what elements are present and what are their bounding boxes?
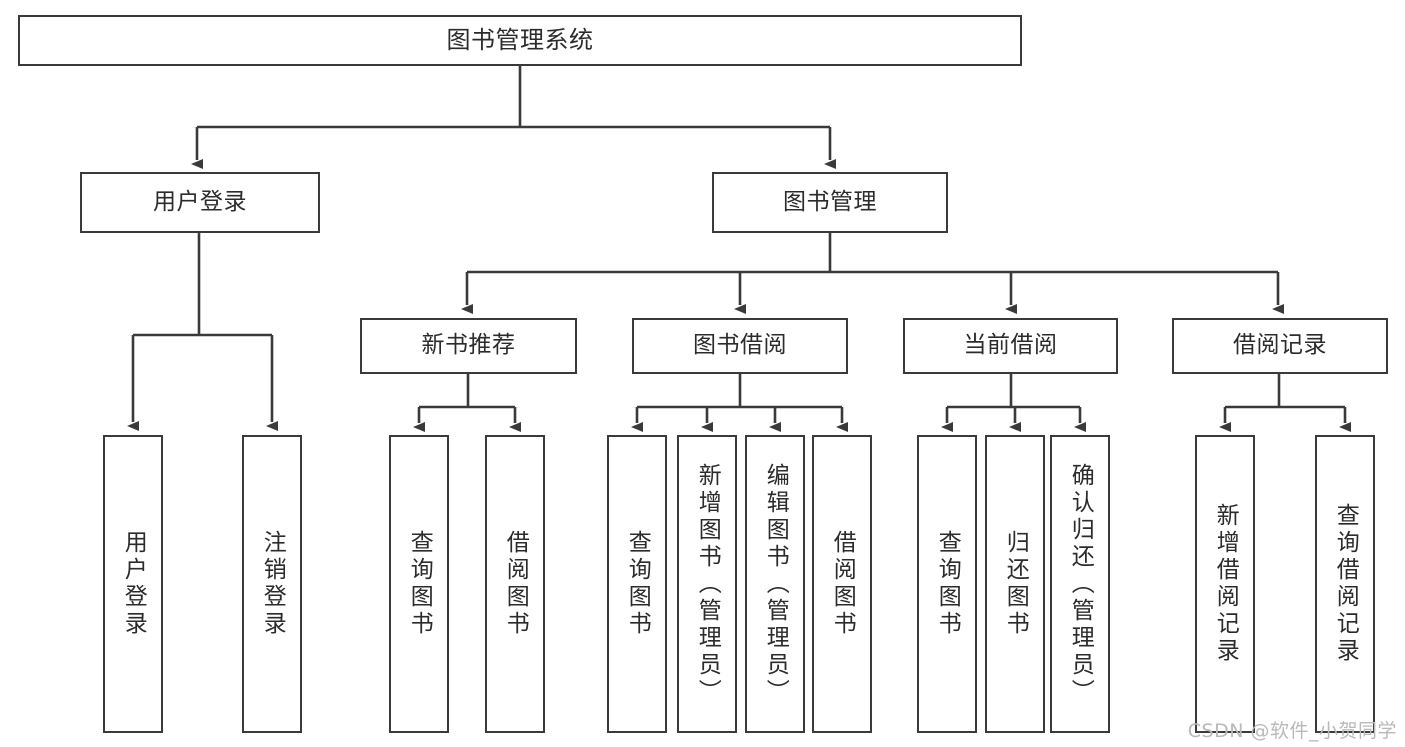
- leaf-borrow-book-1-label: 借阅图书: [502, 530, 529, 638]
- leaf-query-record[interactable]: 查询借阅记录: [1315, 435, 1375, 733]
- leaf-return-book[interactable]: 归还图书: [985, 435, 1045, 733]
- leaf-logout-login-label: 注销登录: [259, 530, 286, 638]
- node-current-borrow[interactable]: 当前借阅: [903, 318, 1118, 374]
- leaf-query-record-label: 查询借阅记录: [1332, 503, 1359, 665]
- watermark: CSDN @软件_小贺同学: [1187, 720, 1397, 742]
- leaf-user-login-label: 用户登录: [120, 530, 147, 638]
- leaf-query-book-2-label: 查询图书: [624, 530, 651, 638]
- leaf-confirm-return[interactable]: 确认归还（管理员）: [1050, 435, 1110, 733]
- leaf-borrow-book-2[interactable]: 借阅图书: [812, 435, 872, 733]
- leaf-borrow-book-2-label: 借阅图书: [829, 530, 856, 638]
- node-book-manage[interactable]: 图书管理: [712, 172, 948, 233]
- node-root-label: 图书管理系统: [446, 26, 594, 55]
- leaf-user-login[interactable]: 用户登录: [103, 435, 163, 733]
- node-current-borrow-label: 当前借阅: [963, 332, 1058, 359]
- node-new-book-rec[interactable]: 新书推荐: [360, 318, 577, 374]
- node-user-login-label: 用户登录: [153, 188, 247, 215]
- node-borrow-record-label: 借阅记录: [1233, 332, 1327, 359]
- leaf-add-book-label: 新增图书（管理员）: [694, 462, 721, 706]
- leaf-query-book-3-label: 查询图书: [934, 530, 961, 638]
- leaf-query-book-2[interactable]: 查询图书: [607, 435, 667, 733]
- node-book-manage-label: 图书管理: [783, 188, 877, 215]
- node-borrow-record[interactable]: 借阅记录: [1172, 318, 1388, 374]
- leaf-query-book-3[interactable]: 查询图书: [917, 435, 977, 733]
- leaf-borrow-book-1[interactable]: 借阅图书: [485, 435, 545, 733]
- leaf-confirm-return-label: 确认归还（管理员）: [1067, 462, 1094, 706]
- node-book-borrow-label: 图书借阅: [693, 332, 787, 359]
- leaf-query-book-1-label: 查询图书: [406, 530, 433, 638]
- leaf-edit-book-label: 编辑图书（管理员）: [762, 462, 789, 706]
- node-user-login[interactable]: 用户登录: [80, 172, 320, 233]
- leaf-add-book[interactable]: 新增图书（管理员）: [677, 435, 737, 733]
- node-root[interactable]: 图书管理系统: [18, 15, 1022, 66]
- node-book-borrow[interactable]: 图书借阅: [632, 318, 848, 374]
- node-new-book-rec-label: 新书推荐: [421, 332, 516, 359]
- leaf-add-record[interactable]: 新增借阅记录: [1195, 435, 1255, 733]
- leaf-add-record-label: 新增借阅记录: [1212, 503, 1239, 665]
- leaf-edit-book[interactable]: 编辑图书（管理员）: [745, 435, 805, 733]
- leaf-query-book-1[interactable]: 查询图书: [389, 435, 449, 733]
- leaf-logout-login[interactable]: 注销登录: [242, 435, 302, 733]
- leaf-return-book-label: 归还图书: [1002, 530, 1029, 638]
